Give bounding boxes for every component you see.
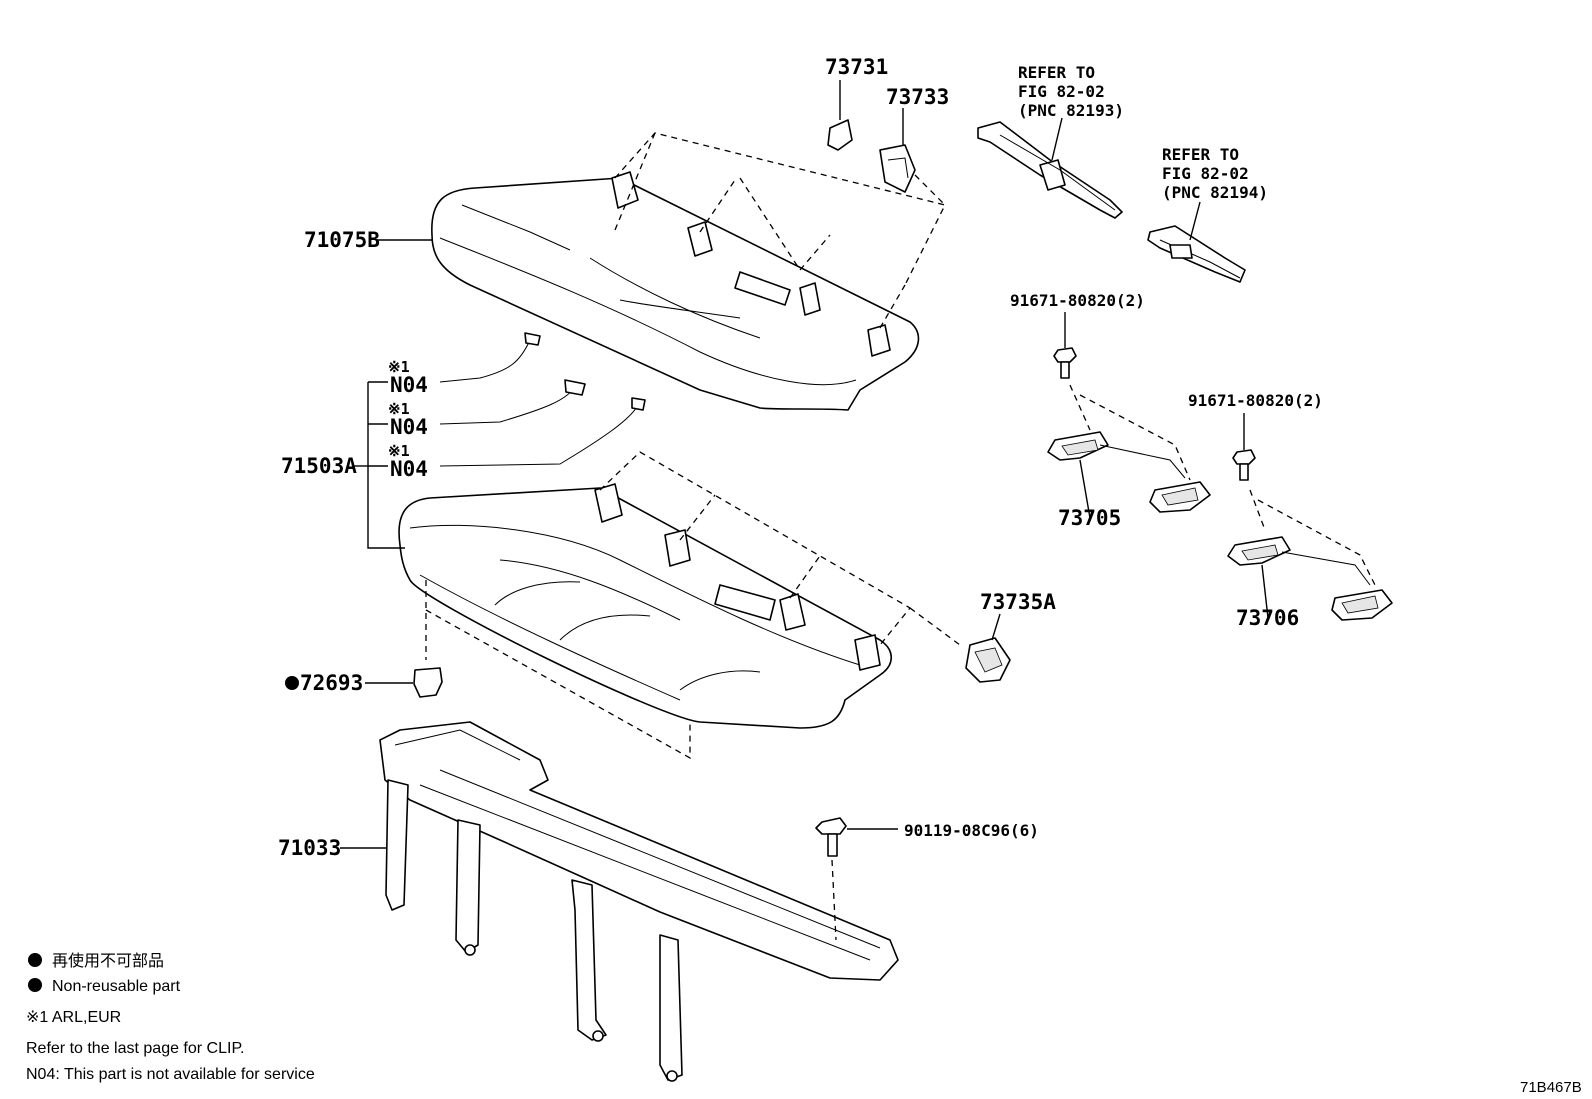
- legend-dot-icon-1: [28, 953, 42, 967]
- label-73733: 73733: [886, 85, 949, 109]
- seatback-cover-71075b: [431, 132, 946, 411]
- refer-a-line2: FIG 82-02: [1018, 82, 1105, 101]
- bolt-91671-b: [1232, 413, 1376, 586]
- label-n04-2: N04: [390, 415, 428, 439]
- legend-line-5: N04: This part is not available for serv…: [26, 1066, 315, 1083]
- note-mark-2: ※1: [388, 400, 410, 418]
- label-71075b: 71075B: [304, 228, 380, 252]
- label-73706: 73706: [1236, 606, 1299, 630]
- label-bolt-91671-a: 91671-80820(2): [1010, 291, 1145, 310]
- note-mark-3: ※1: [388, 442, 410, 460]
- seat-cushion-71503a: [398, 451, 961, 760]
- harness-82194: [1147, 201, 1246, 283]
- clip-73731: [827, 80, 853, 151]
- label-n04-1: N04: [390, 373, 428, 397]
- label-72693: 72693: [300, 671, 363, 695]
- refer-b-line2: FIG 82-02: [1162, 164, 1249, 183]
- refer-a-line3: (PNC 82193): [1018, 101, 1124, 120]
- label-bolt-90119: 90119-08C96(6): [904, 821, 1039, 840]
- refer-a-line1: REFER TO: [1018, 63, 1095, 82]
- label-73735a: 73735A: [980, 590, 1056, 614]
- non-reusable-marker-icon: [285, 676, 299, 690]
- bracket-73705: [1047, 431, 1211, 519]
- bracket-73706: [1227, 536, 1393, 621]
- harness-82193: [977, 117, 1123, 219]
- label-71033: 71033: [278, 836, 341, 860]
- wire-harness-group: [354, 332, 646, 549]
- legend-line-3: ※1 ARL,EUR: [26, 1009, 121, 1026]
- clip-72693: [365, 667, 443, 698]
- bolt-90119: [815, 817, 898, 941]
- label-71503a: 71503A: [281, 454, 357, 478]
- legend-dot-icon-2: [28, 978, 42, 992]
- label-73705: 73705: [1058, 506, 1121, 530]
- bracket-73735a: [965, 613, 1011, 683]
- refer-b-line1: REFER TO: [1162, 145, 1239, 164]
- label-73731: 73731: [825, 55, 888, 79]
- note-mark-1: ※1: [388, 358, 410, 376]
- refer-b-line3: (PNC 82194): [1162, 183, 1268, 202]
- label-bolt-91671-b: 91671-80820(2): [1188, 391, 1323, 410]
- clip-73733: [879, 108, 916, 193]
- bolt-91671-a: [1053, 312, 1191, 481]
- figure-id: 71B467B: [1520, 1079, 1582, 1096]
- legend-line-4: Refer to the last page for CLIP.: [26, 1040, 245, 1057]
- label-n04-3: N04: [390, 457, 428, 481]
- legend-line-1: 再使用不可部品: [52, 952, 164, 970]
- legend-line-2: Non-reusable part: [52, 978, 181, 995]
- seat-frame-71033: [340, 721, 899, 1082]
